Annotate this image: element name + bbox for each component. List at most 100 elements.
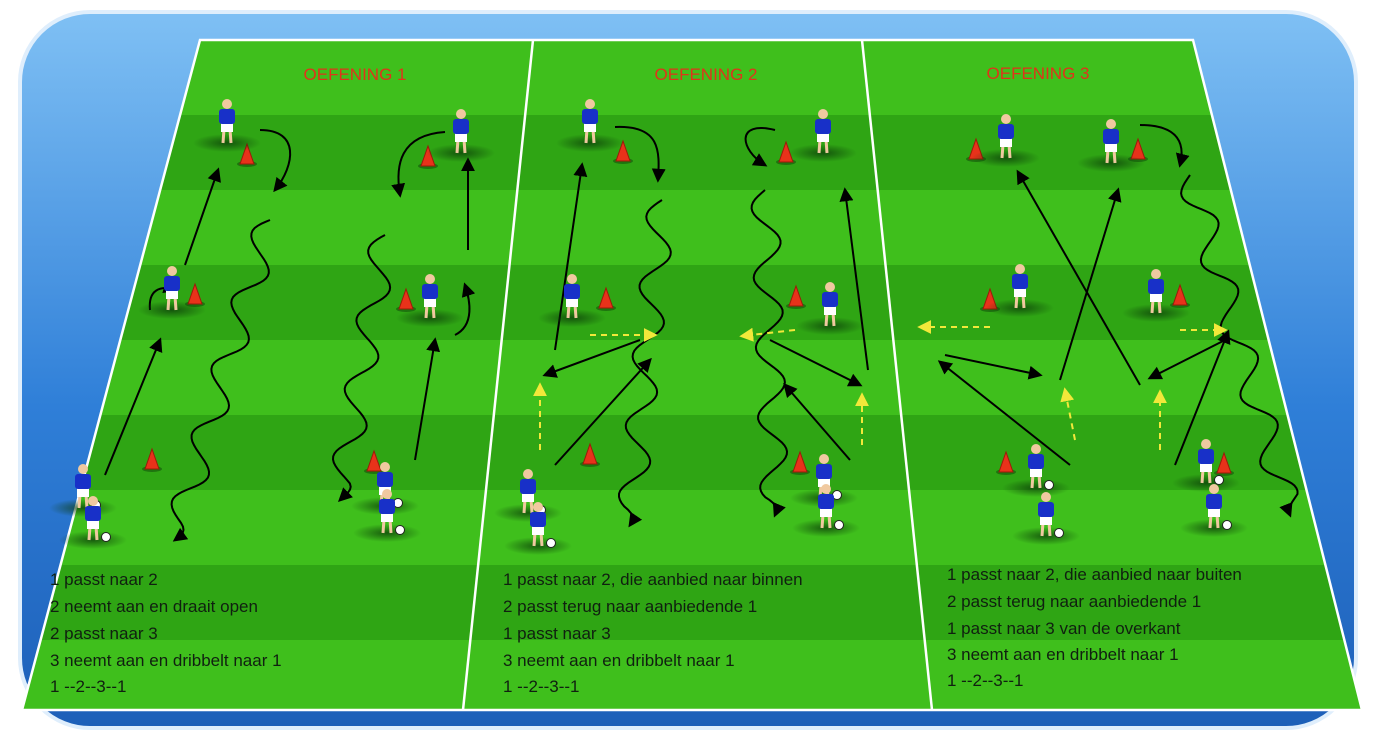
cone-body [1172, 283, 1188, 306]
player-icon [986, 264, 1054, 317]
player-shorts [566, 298, 578, 307]
player-head [825, 282, 835, 292]
ball-icon [1222, 520, 1232, 530]
player-shorts [1200, 463, 1212, 472]
player-shadow [193, 134, 261, 152]
exercise-1-line: 1 --2--3--1 [50, 677, 127, 696]
ball-icon [1214, 475, 1224, 485]
player-icon [1002, 444, 1070, 497]
player-shadow [1012, 527, 1080, 545]
exercise-3-description: 1 passt naar 2, die aanbied naar buiten … [947, 565, 1242, 690]
player-shadow [1180, 519, 1248, 537]
pass-arrow [104, 337, 163, 476]
turn-arrow [1139, 124, 1190, 168]
cone-icon [790, 450, 810, 475]
player-shirt [822, 292, 838, 307]
exercise-2-title: OEFENING 2 [655, 65, 758, 84]
move-arrow [1060, 387, 1076, 441]
player-shorts [1105, 143, 1117, 152]
cone-icon [237, 142, 257, 167]
player-shadow [427, 144, 495, 162]
player-icon [538, 274, 606, 327]
exercise-3-line: 1 passt naar 2, die aanbied naar buiten [947, 565, 1242, 584]
grass-stripe [22, 565, 1362, 640]
exercise-3-line: 1 --2--3--1 [947, 671, 1024, 690]
pass-arrow [937, 360, 1071, 466]
player-shorts [1000, 138, 1012, 147]
player-shirt [520, 479, 536, 494]
pass-arrow [944, 354, 1043, 380]
arrows-layer [104, 124, 1299, 542]
player-shirt [816, 464, 832, 479]
cone-icon [996, 450, 1016, 475]
cone-icon [613, 139, 633, 164]
player-shadow [504, 537, 572, 555]
ball-icon [101, 532, 111, 542]
player-shirt [379, 499, 395, 514]
player-shorts [532, 526, 544, 535]
pass-arrow [414, 337, 441, 461]
player-shirt [582, 109, 598, 124]
player-shirt [1012, 274, 1028, 289]
grass-stripe [22, 415, 1362, 490]
exercise-1-line: 3 neemt aan en dribbelt naar 1 [50, 651, 282, 670]
exercise-1-line: 2 passt naar 3 [50, 624, 158, 643]
pass-arrow [1174, 329, 1231, 466]
player-head [167, 266, 177, 276]
player-head [78, 464, 88, 474]
cone-icon [396, 287, 416, 312]
cone-icon [776, 140, 796, 165]
ball-icon [834, 520, 844, 530]
turn-arrow [454, 282, 476, 336]
player-icon [59, 496, 127, 549]
player-shorts [166, 290, 178, 299]
dribble-arrow [618, 199, 672, 528]
player-shirt [453, 119, 469, 134]
cone-icon [580, 442, 600, 467]
player-shirt [164, 276, 180, 291]
exercise-3-line: 3 neemt aan en dribbelt naar 1 [947, 645, 1179, 664]
player-icon [353, 489, 421, 542]
player-shorts [824, 306, 836, 315]
turn-arrow [391, 131, 446, 198]
player-shadow [792, 519, 860, 537]
exercise-2-line: 2 passt terug naar aanbiedende 1 [503, 597, 757, 616]
exercise-3-title: OEFENING 3 [987, 64, 1090, 83]
player-icon [792, 484, 860, 537]
player-shadow [59, 531, 127, 549]
player-icon [1077, 119, 1145, 172]
exercise-2-description: 1 passt naar 2, die aanbied naar binnen … [503, 570, 803, 696]
player-shorts [455, 133, 467, 142]
player-head [1001, 114, 1011, 124]
player-shorts [1150, 293, 1162, 302]
player-shirt [815, 119, 831, 134]
cone-body [366, 449, 382, 472]
player-icon [556, 99, 624, 152]
player-head [1209, 484, 1219, 494]
players-layer [49, 99, 1248, 555]
player-shirt [998, 124, 1014, 139]
move-arrow [739, 327, 796, 342]
player-shirt [1206, 494, 1222, 509]
ball-icon [1044, 480, 1054, 490]
cone-body [788, 284, 804, 307]
player-head [456, 109, 466, 119]
player-shirt [1028, 454, 1044, 469]
player-shorts [424, 298, 436, 307]
player-icon [427, 109, 495, 162]
player-shirt [422, 284, 438, 299]
player-head [819, 454, 829, 464]
turn-arrow [614, 125, 666, 183]
player-head [88, 496, 98, 506]
player-shirt [1198, 449, 1214, 464]
player-shadow [538, 309, 606, 327]
player-shadow [49, 499, 117, 517]
player-shirt [1038, 502, 1054, 517]
player-shorts [1030, 468, 1042, 477]
player-shirt [1103, 129, 1119, 144]
exercise-2-line: 1 passt naar 3 [503, 624, 611, 643]
exercise-2-line: 1 --2--3--1 [503, 677, 580, 696]
pass-arrow [554, 357, 652, 466]
dribble-arrow [331, 234, 392, 502]
cone-body [239, 142, 255, 165]
